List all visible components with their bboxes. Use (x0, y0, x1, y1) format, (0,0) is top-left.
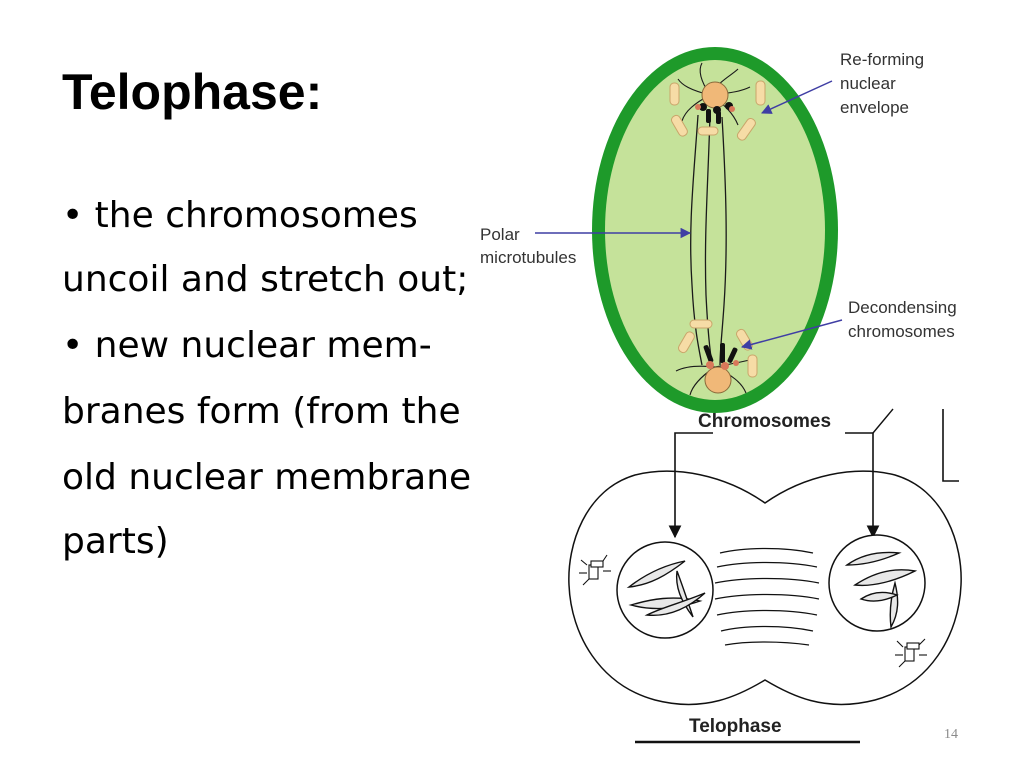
label-reforming-envelope: Re-forming nuclear envelope (840, 50, 929, 117)
label-reforming-line-1: Re-forming (840, 50, 924, 69)
label-decondensing-line-1: Decondensing (848, 298, 957, 317)
nucleus-left (616, 541, 714, 639)
chromosomes-bottom (703, 343, 739, 370)
centriole-left (579, 554, 611, 586)
bullet-text-line-1: • the chromosomes (62, 195, 418, 236)
label-reforming-line-3: envelope (840, 98, 909, 117)
vesicles-top (669, 80, 766, 141)
cytoplasm (605, 60, 825, 400)
decondensing-arrow (740, 319, 843, 350)
label-decondensing-line-2: chromosomes (848, 322, 955, 341)
edge-bracket (942, 409, 959, 482)
chromosomes-right (844, 551, 918, 630)
centrosome-bottom (704, 366, 732, 394)
bullet-text-line-3: • new nuclear mem- (62, 325, 432, 366)
chromosome-pointer-right (845, 432, 880, 539)
bullet-text-line-2: uncoil and stretch out; (62, 259, 469, 300)
centrosome-top (701, 81, 729, 109)
bullet-text-line-4: branes form (from the (62, 391, 461, 432)
label-polar-microtubules: Polar microtubules (480, 225, 576, 267)
chromosomes-top (695, 102, 735, 124)
slide-title: Telophase: (62, 64, 323, 120)
page-number: 14 (944, 727, 958, 742)
label-telophase: Telophase (689, 716, 782, 737)
cleaving-cell-outline (568, 470, 962, 706)
label-chromosomes: Chromosomes (698, 411, 831, 432)
spindle-remnants (714, 547, 820, 646)
chromosomes-left (626, 560, 706, 618)
chromosome-pointer-diagonal (872, 408, 894, 434)
label-polar-line-2: microtubules (480, 248, 576, 267)
label-polar-line-1: Polar (480, 225, 520, 244)
centriole-right (895, 638, 927, 668)
telophase-sketch-diagram: Chromosomes (568, 408, 962, 744)
bullet-text-line-6: parts) (62, 521, 169, 562)
reforming-envelope-arrow (761, 80, 833, 114)
label-reforming-line-2: nuclear (840, 74, 896, 93)
telophase-cell-diagram: Re-forming nuclear envelope Polar microt… (480, 47, 961, 413)
bullet-text-line-5: old nuclear membrane (62, 457, 472, 498)
chromosome-pointer-left (668, 432, 713, 539)
label-decondensing: Decondensing chromosomes (848, 298, 961, 341)
